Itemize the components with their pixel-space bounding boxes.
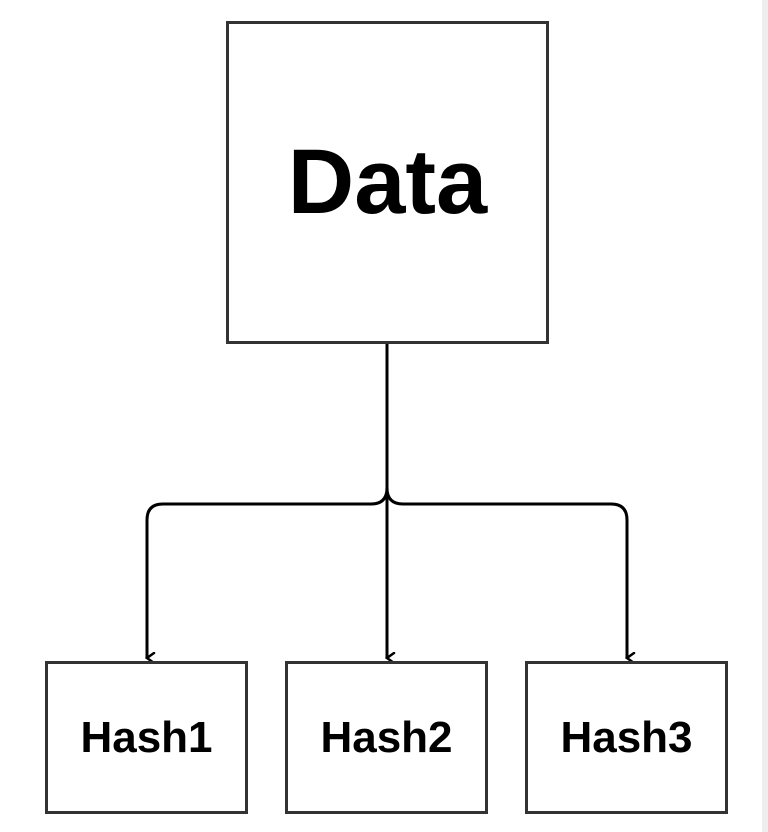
hash2-node: Hash2: [285, 661, 488, 814]
hash1-node: Hash1: [45, 661, 248, 814]
data-node: Data: [226, 21, 549, 344]
connector-to-hash3: [385, 487, 627, 658]
data-node-label: Data: [287, 131, 488, 233]
hash2-node-label: Hash2: [320, 712, 453, 762]
hash3-node: Hash3: [525, 661, 728, 814]
connector-to-hash1: [147, 487, 389, 658]
hash3-node-label: Hash3: [560, 712, 693, 762]
hash1-node-label: Hash1: [80, 712, 213, 762]
page-edge-strip: [762, 0, 768, 832]
